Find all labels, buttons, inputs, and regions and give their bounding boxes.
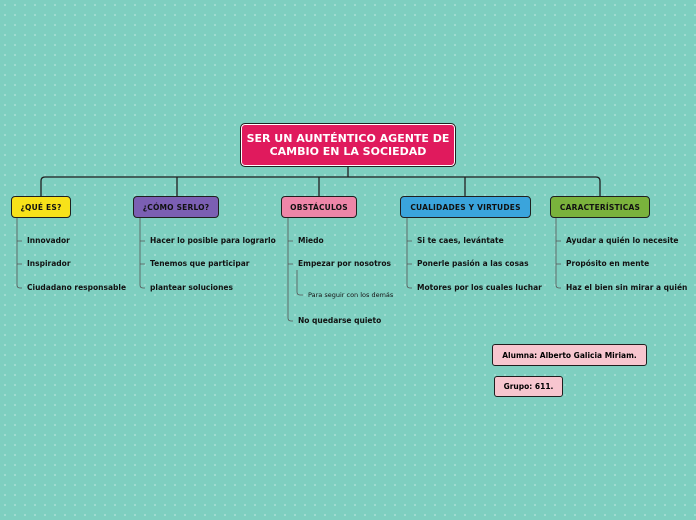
topic-item[interactable]: No quedarse quieto [298, 316, 382, 325]
connector-como-items [139, 218, 145, 289]
category-label: ¿CÓMO SERLO? [142, 202, 210, 212]
topic-item[interactable]: Motores por los cuales luchar [417, 283, 542, 292]
student-name-box[interactable]: Alumna: Alberto Galicia Miriam. [492, 344, 647, 366]
category-label: ¿QUÉ ES? [20, 202, 62, 212]
topic-item[interactable]: Haz el bien sin mirar a quién [566, 283, 688, 292]
category-label: CARACTERÍSTICAS [559, 202, 641, 212]
topic-item[interactable]: Tenemos que participar [150, 259, 250, 268]
category-cualidades[interactable]: CUALIDADES Y VIRTUDES [400, 196, 531, 218]
connector-bus [40, 176, 601, 196]
category-caracteristicas[interactable]: CARACTERÍSTICAS [550, 196, 650, 218]
connector-cual-items [406, 218, 412, 289]
topic-item[interactable]: Empezar por nosotros [298, 259, 391, 268]
student-name: Alumna: Alberto Galicia Miriam. [502, 350, 637, 360]
topic-item[interactable]: Si te caes, levántate [417, 236, 504, 245]
group-label: Grupo: 611. [503, 382, 554, 391]
category-que-es[interactable]: ¿QUÉ ES? [11, 196, 71, 218]
connector-que-es-items [16, 218, 22, 289]
topic-item[interactable]: plantear soluciones [150, 283, 233, 292]
topic-item[interactable]: Ponerle pasión a las cosas [417, 259, 529, 268]
group-box[interactable]: Grupo: 611. [494, 376, 563, 397]
category-label: CUALIDADES Y VIRTUDES [410, 202, 521, 212]
topic-item[interactable]: Propósito en mente [566, 259, 650, 268]
topic-item[interactable]: Ayudar a quién lo necesite [566, 236, 679, 245]
topic-item[interactable]: Innovador [27, 236, 70, 245]
topic-item[interactable]: Ciudadano responsable [27, 283, 127, 292]
topic-item[interactable]: Inspirador [27, 259, 71, 268]
root-title: SER UN AUNTÉNTICO AGENTE DE CAMBIO EN LA… [246, 132, 450, 158]
topic-item[interactable]: Hacer lo posible para lograrlo [150, 236, 276, 245]
topic-subitem[interactable]: Para seguir con los demás [308, 291, 394, 299]
connector-obst-subitem [296, 270, 303, 296]
connector-obst-items [287, 218, 293, 322]
root-topic[interactable]: SER UN AUNTÉNTICO AGENTE DE CAMBIO EN LA… [240, 123, 456, 167]
category-como-serlo[interactable]: ¿CÓMO SERLO? [133, 196, 219, 218]
connector-car-items [555, 218, 561, 289]
topic-item[interactable]: Miedo [298, 236, 324, 245]
category-obstaculos[interactable]: OBSTÁCULOS [281, 196, 357, 218]
category-label: OBSTÁCULOS [290, 202, 348, 212]
